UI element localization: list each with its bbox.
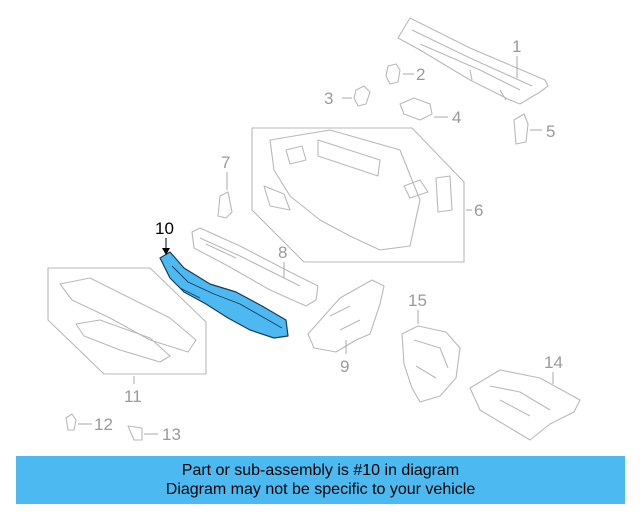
callout-5: 5: [546, 122, 555, 141]
part-8-cross-member[interactable]: [191, 227, 319, 307]
part-14-panel[interactable]: [469, 369, 581, 441]
banner-line-2: Diagram may not be specific to your vehi…: [165, 481, 476, 498]
callout-8: 8: [278, 243, 287, 262]
callout-11: 11: [124, 387, 142, 406]
callout-4: 4: [452, 108, 461, 127]
part-13-clip[interactable]: [127, 425, 158, 441]
part-5-bracket[interactable]: [513, 113, 542, 145]
callout-9: 9: [340, 357, 349, 376]
parts-diagram: 1 2 3 4 5 6 7 8: [47, 17, 581, 444]
part-4-bracket[interactable]: [399, 97, 448, 121]
callout-1: 1: [512, 37, 521, 56]
callout-13: 13: [162, 425, 181, 444]
part-6-dash-panel[interactable]: [251, 127, 472, 263]
part-1-cowl-panel[interactable]: [397, 17, 549, 105]
callout-12: 12: [94, 415, 113, 434]
part-7-bracket[interactable]: [217, 172, 233, 219]
callout-14: 14: [544, 353, 563, 372]
callout-7: 7: [221, 153, 230, 172]
banner-line-1: Part or sub-assembly is #10 in diagram: [181, 462, 460, 479]
callout-3: 3: [324, 89, 333, 108]
part-15-panel[interactable]: [401, 310, 461, 403]
part-12-clip[interactable]: [65, 413, 92, 431]
part-11-floor-panel[interactable]: [47, 267, 207, 384]
part-3-bracket[interactable]: [342, 85, 371, 107]
part-10-highlighted-member[interactable]: [159, 238, 289, 339]
callout-2: 2: [416, 65, 425, 84]
part-2-clip[interactable]: [385, 63, 414, 85]
part-9-side-panel[interactable]: [307, 279, 385, 354]
callout-6: 6: [474, 201, 483, 220]
callout-10: 10: [155, 219, 174, 238]
info-banner: Part or sub-assembly is #10 in diagram D…: [16, 456, 625, 504]
callout-15: 15: [408, 291, 427, 310]
